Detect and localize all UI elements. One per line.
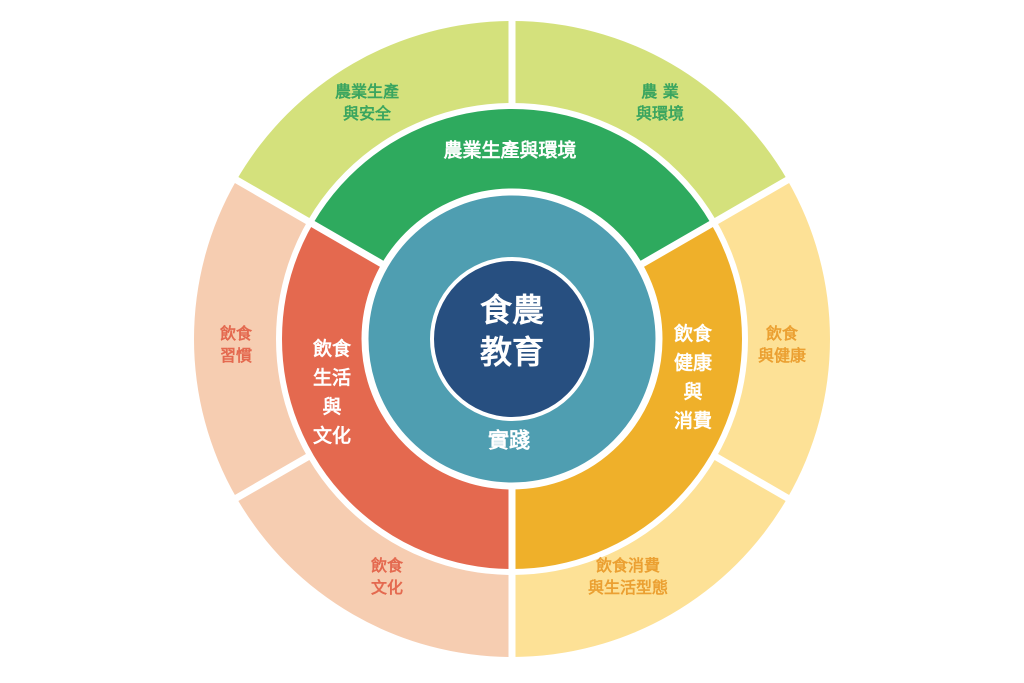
middle-segment — [279, 222, 512, 572]
outer-label-agri-environment: 農 業 與環境 — [635, 82, 685, 123]
outer-label-production-safety: 農業生產 與安全 — [334, 82, 400, 123]
outer-divider — [705, 448, 793, 504]
middle-divider — [305, 217, 393, 273]
middle-label-agri-production-environment: 農業生產與環境 — [443, 139, 577, 162]
middle-label-diet-health-consumption: 飲食 健康 與 消費 — [673, 323, 713, 432]
outer-segment — [236, 21, 512, 224]
outer-label-consumption-lifestyle: 飲食消費 與生活型態 — [587, 556, 669, 597]
outer-segment — [512, 454, 788, 657]
core-circle — [430, 257, 594, 421]
outer-label-diet-health: 飲食 與健康 — [757, 324, 807, 365]
middle-label-diet-life-culture: 飲食 生活 與 文化 — [312, 338, 352, 447]
outer-label-food-culture: 飲食 文化 — [370, 556, 404, 597]
outer-segment — [194, 180, 313, 498]
outer-divider — [705, 174, 793, 230]
middle-segment — [310, 106, 714, 267]
middle-divider — [631, 217, 719, 273]
outer-segment — [236, 454, 512, 657]
outer-divider — [231, 174, 319, 230]
middle-segment — [512, 222, 746, 572]
outer-label-diet-habits: 飲食 習慣 — [219, 324, 253, 365]
outer-divider — [231, 448, 319, 504]
core-title: 食農 教育 — [479, 291, 545, 371]
outer-segment — [512, 21, 788, 224]
practice-label: 實踐 — [488, 428, 530, 453]
outer-segment — [711, 180, 830, 498]
